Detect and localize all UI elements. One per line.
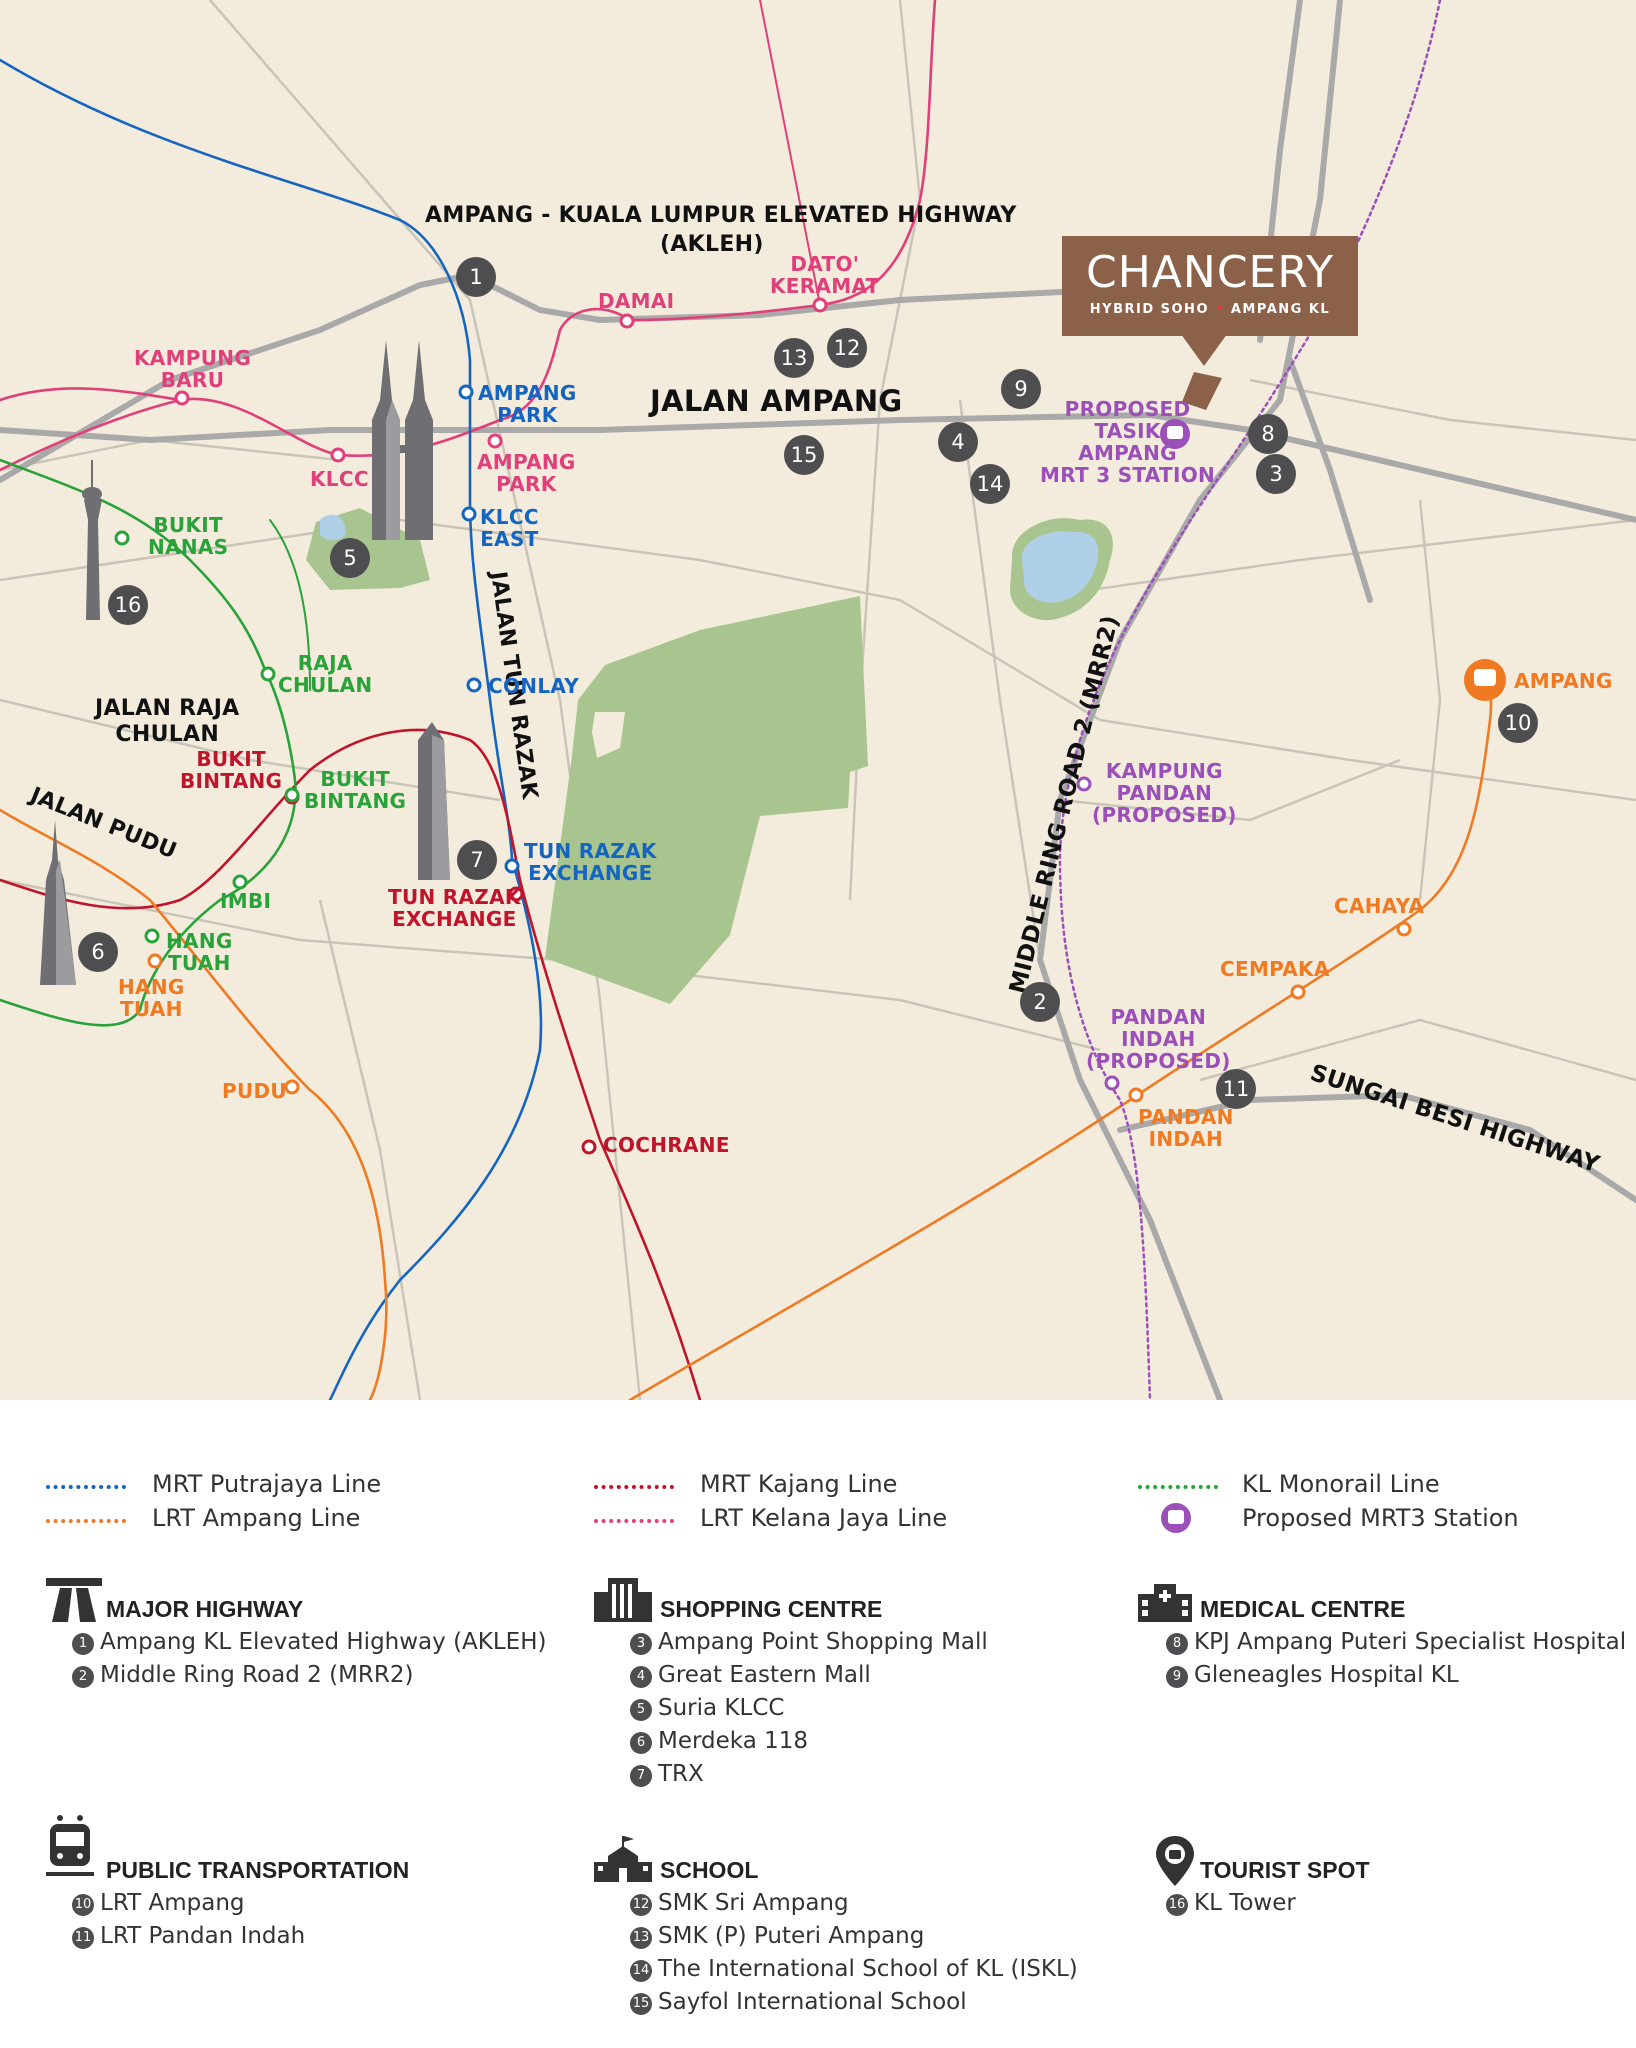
legend-line-kajang — [594, 1485, 674, 1489]
category-title-transport: PUBLIC TRANSPORTATION — [106, 1857, 410, 1883]
map-marker-4[interactable]: 4 — [938, 422, 978, 462]
station-label-kampung-pandan: KAMPUNG PANDAN (PROPOSED) — [1092, 759, 1237, 827]
station-label-klcc-east: KLCC EAST — [480, 505, 539, 551]
legend-line-ampang — [46, 1519, 126, 1523]
legend-line-kelana-jaya — [594, 1519, 674, 1523]
legend-line-monorail — [1138, 1485, 1218, 1489]
map-canvas — [0, 0, 1636, 1400]
train-icon — [46, 1815, 94, 1876]
legend-label-monorail: KL Monorail Line — [1242, 1470, 1440, 1498]
shopping-centre-icon — [594, 1578, 652, 1622]
station-label-pudu: PUDU — [222, 1079, 287, 1103]
station-label-imbi: IMBI — [220, 889, 272, 913]
road-label-jalan-ampang: JALAN AMPANG — [650, 384, 903, 418]
station-label-cempaka: CEMPAKA — [1220, 957, 1330, 981]
map-marker-10[interactable]: 10 — [1498, 703, 1538, 743]
chancery-brand-tag[interactable]: CHANCERY HYBRID SOHO • AMPANG KL — [1062, 236, 1358, 336]
school-icon — [594, 1836, 652, 1882]
tourist-spot-icon — [1156, 1836, 1194, 1886]
map-marker-8[interactable]: 8 — [1248, 414, 1288, 454]
station-label-conlay: CONLAY — [488, 674, 580, 698]
proposed-station-icon — [1161, 1503, 1191, 1533]
map-marker-1[interactable]: 1 — [456, 257, 496, 297]
category-title-highway: MAJOR HIGHWAY — [106, 1596, 304, 1622]
station-label-bukit-nanas: BUKIT NANAS — [148, 513, 229, 559]
station-label-tun-razak-red: TUN RAZAK EXCHANGE — [388, 885, 521, 931]
station-label-dato-keramat: DATO' KERAMAT — [770, 252, 880, 298]
map-marker-12[interactable]: 12 — [827, 328, 867, 368]
station-label-kampung-baru: KAMPUNG BARU — [134, 346, 252, 392]
legend-line-putrajaya — [46, 1485, 126, 1489]
category-title-medical: MEDICAL CENTRE — [1200, 1596, 1406, 1622]
station-label-raja-chulan: RAJA CHULAN — [278, 651, 373, 697]
station-label-cahaya: CAHAYA — [1334, 894, 1425, 918]
map-marker-9[interactable]: 9 — [1001, 369, 1041, 409]
road-label-akleh: AMPANG - KUALA LUMPUR ELEVATED HIGHWAY — [425, 203, 1017, 228]
legend-label-kajang: MRT Kajang Line — [700, 1470, 898, 1498]
station-label-hang-tuah-orange: HANG TUAH — [118, 975, 185, 1021]
map-marker-11[interactable]: 11 — [1216, 1069, 1256, 1109]
brand-subtitle: HYBRID SOHO • AMPANG KL — [1089, 302, 1331, 317]
map-marker-7[interactable]: 7 — [457, 840, 497, 880]
station-label-ampang-park-blue: AMPANG PARK — [478, 381, 577, 427]
map-marker-13[interactable]: 13 — [774, 338, 814, 378]
map-marker-6[interactable]: 6 — [78, 932, 118, 972]
map-marker-5[interactable]: 5 — [330, 538, 370, 578]
station-label-ampang-park-pink: AMPANG PARK — [477, 450, 576, 496]
road-label-akleh-abbr: (AKLEH) — [660, 232, 764, 257]
legend-label-kelana-jaya: LRT Kelana Jaya Line — [700, 1504, 948, 1532]
station-label-tasik-ampang: PROPOSED TASIK AMPANG MRT 3 STATION — [1040, 397, 1216, 487]
map-marker-3[interactable]: 3 — [1256, 454, 1296, 494]
category-title-shopping: SHOPPING CENTRE — [660, 1596, 883, 1622]
station-label-bukit-bintang-red: BUKIT BINTANG — [180, 747, 283, 793]
station-label-tun-razak-blue: TUN RAZAK EXCHANGE — [524, 839, 657, 885]
legend-label-mrt3: Proposed MRT3 Station — [1242, 1504, 1519, 1532]
highway-icon — [46, 1578, 102, 1622]
medical-centre-icon — [1138, 1584, 1192, 1622]
station-label-cochrane: COCHRANE — [603, 1133, 730, 1157]
station-label-damai: DAMAI — [598, 289, 675, 313]
category-title-tourist: TOURIST SPOT — [1200, 1857, 1370, 1883]
map-marker-16[interactable]: 16 — [108, 585, 148, 625]
station-label-bukit-bintang-green: BUKIT BINTANG — [304, 767, 407, 813]
brand-title: CHANCERY — [1086, 247, 1334, 298]
legend-label-ampang: LRT Ampang Line — [152, 1504, 361, 1532]
road-label-jalan-raja-chulan: JALAN RAJA CHULAN — [95, 696, 240, 747]
map-marker-15[interactable]: 15 — [784, 435, 824, 475]
legend-label-putrajaya: MRT Putrajaya Line — [152, 1470, 382, 1498]
station-label-pandan-indah: PANDAN INDAH — [1138, 1105, 1234, 1151]
station-label-hang-tuah-green: HANG TUAH — [166, 929, 233, 975]
station-label-pandan-indah-proposed: PANDAN INDAH (PROPOSED) — [1086, 1005, 1231, 1073]
station-label-ampang: AMPANG — [1514, 669, 1613, 693]
station-label-klcc: KLCC — [310, 467, 369, 491]
map-marker-2[interactable]: 2 — [1020, 982, 1060, 1022]
map-marker-14[interactable]: 14 — [970, 464, 1010, 504]
category-title-school: SCHOOL — [660, 1857, 759, 1883]
